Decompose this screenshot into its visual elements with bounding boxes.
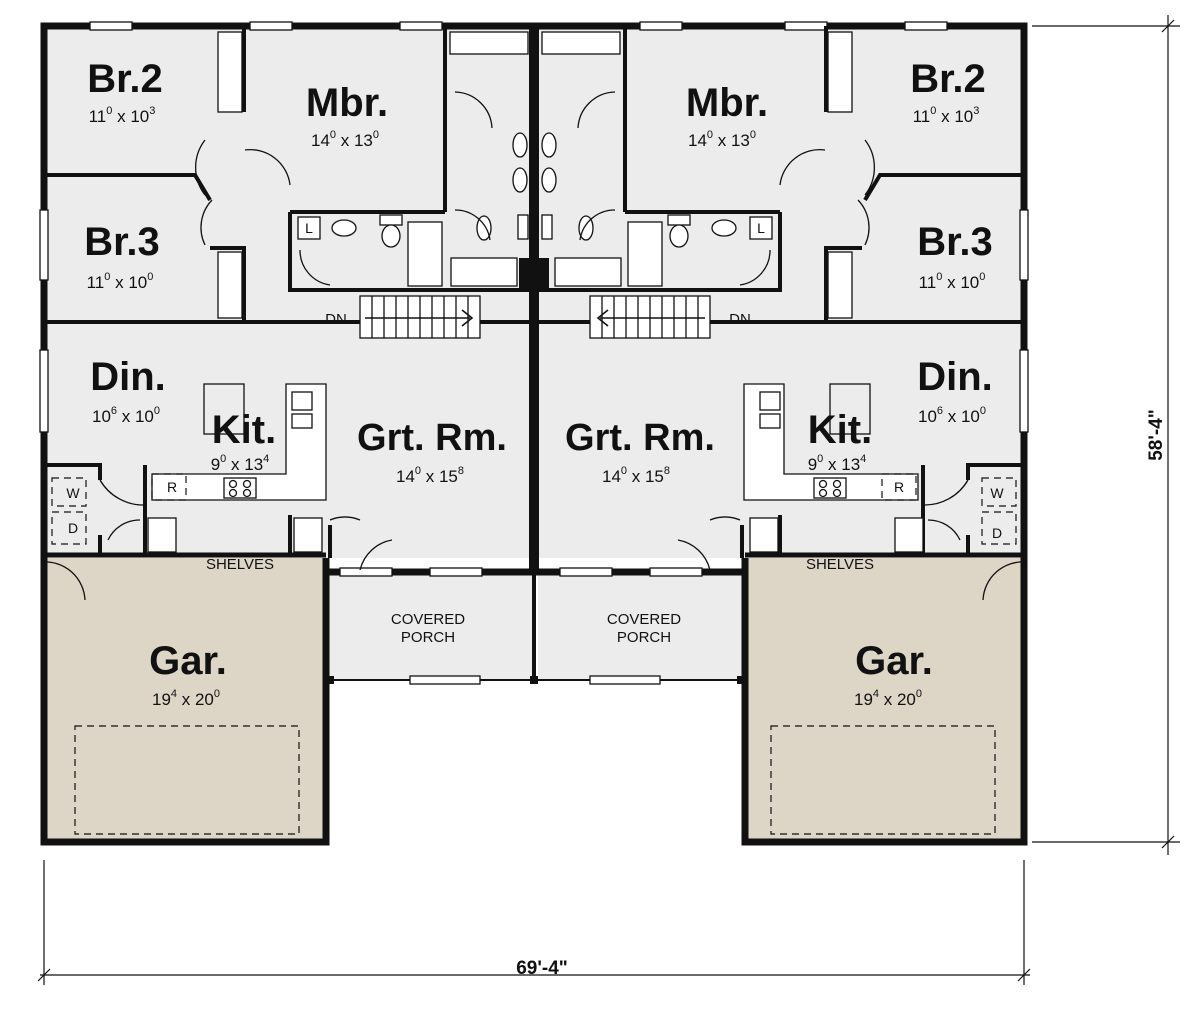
room-name-right-br2: Br.2 [910,57,986,101]
refrigerator-label-left: R [167,479,177,495]
closets [147,31,924,553]
room-dim-right-gar: 194 x 200 [854,688,922,709]
room-dim-left-mbr: 140 x 130 [311,129,379,150]
party-wall [529,26,539,572]
porch-label-left-line2: PORCH [401,629,455,646]
room-dim-left-din: 106 x 100 [92,405,160,426]
shelves-label-right: SHELVES [806,556,874,573]
washer-label-right: W [990,485,1004,501]
room-dim-left-kit: 90 x 134 [211,453,270,474]
right-stair [589,295,711,339]
room-dim-right-mbr: 140 x 130 [688,129,756,150]
refrigerator-label-right: R [894,479,904,495]
room-dim-right-br2: 110 x 103 [913,105,980,126]
room-name-left-gar: Gar. [149,639,227,683]
room-name-left-br2: Br.2 [87,57,163,101]
room-name-right-mbr: Mbr. [686,81,768,125]
room-dim-right-kit: 90 x 134 [808,453,867,474]
washer-label-left: W [66,485,80,501]
room-name-left-din: Din. [90,355,166,399]
left-stair [359,295,481,339]
door-swings [41,91,1027,601]
room-dim-right-din: 106 x 100 [918,405,986,426]
left-kitchen-counters [151,383,327,501]
linen-label-left: L [305,220,313,236]
room-name-left-kit: Kit. [212,408,276,452]
stair-dn-label-right: DN [729,311,751,328]
left-garage-floor [44,558,326,842]
porch-label-left-line1: COVERED [391,611,465,628]
right-kitchen-counters [743,383,919,501]
right-porch-floor [538,572,745,680]
room-name-left-mbr: Mbr. [306,81,388,125]
room-dim-right-br3: 110 x 100 [919,271,986,292]
room-name-right-din: Din. [917,355,993,399]
porch-label-right-line2: PORCH [617,629,671,646]
width-dimension-label: 69'-4" [516,958,568,979]
linen-label-right: L [757,220,765,236]
room-dim-left-gar: 194 x 200 [152,688,220,709]
stair-dn-label-left: DN [325,311,347,328]
room-name-left-br3: Br.3 [84,220,160,264]
room-dim-left-br2: 110 x 103 [89,105,156,126]
room-name-right-gar: Gar. [855,639,933,683]
room-name-right-kit: Kit. [808,408,872,452]
dimension-lines [37,15,1180,985]
left-porch-floor [326,572,534,680]
depth-dimension-label: 58'-4" [1146,409,1167,461]
room-name-right-grt: Grt. Rm. [565,417,715,459]
porch-label-right-line1: COVERED [607,611,681,628]
dryer-label-right: D [992,525,1002,541]
room-dim-left-br3: 110 x 100 [87,271,154,292]
shelves-label-left: SHELVES [206,556,274,573]
room-name-left-grt: Grt. Rm. [357,417,507,459]
room-dim-left-grt: 140 x 158 [396,465,464,486]
dryer-label-left: D [68,520,78,536]
right-bathroom-fixtures [541,132,773,287]
left-bathroom-fixtures [297,132,529,287]
laundry-fixtures [51,473,1017,545]
garage-doors [74,725,996,835]
room-dim-right-grt: 140 x 158 [602,465,670,486]
room-name-right-br3: Br.3 [917,220,993,264]
right-garage-floor [745,558,1024,842]
